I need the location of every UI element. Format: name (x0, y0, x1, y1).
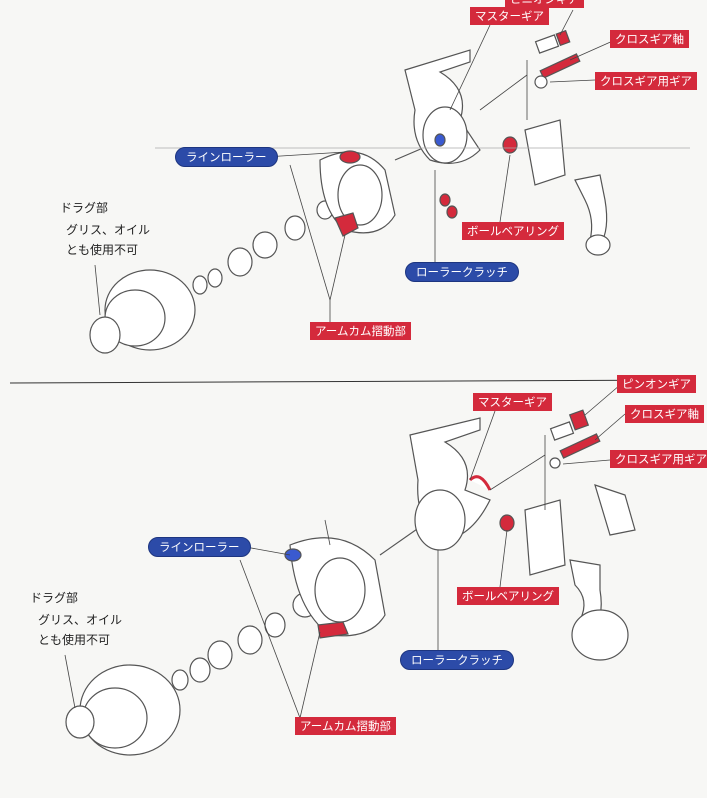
cross-gear-gear-label-bottom: クロスギア用ギア (610, 450, 707, 468)
arm-cam-label-bottom: アームカム摺動部 (295, 717, 396, 735)
panel-divider (9, 379, 691, 384)
bottom-reel-drawing (65, 409, 636, 756)
roller-clutch-label-bottom: ローラークラッチ (400, 650, 514, 670)
drag-title-top: ドラグ部 (60, 201, 109, 215)
line-roller-label-bottom: ラインローラー (148, 537, 251, 557)
bottom-leader-lines (64, 384, 626, 719)
drag-note-2-bottom: とも使用不可 (38, 633, 111, 647)
roller-clutch-label-top: ローラークラッチ (405, 262, 519, 282)
drag-note-2-top: とも使用不可 (66, 243, 139, 257)
pinion-gear-label-top: ピニオンギア (505, 0, 584, 8)
drag-knob (65, 705, 95, 739)
cross-gear-shaft-label-top: クロスギア軸 (610, 30, 689, 48)
cross-gear-shaft-label-bottom: クロスギア軸 (625, 405, 704, 423)
top-reel-drawing (89, 29, 611, 354)
drag-knob (89, 316, 121, 354)
drag-title-bottom: ドラグ部 (30, 591, 79, 605)
line-roller-label-top: ラインローラー (175, 147, 278, 167)
master-gear-label-top: マスターギア (470, 7, 549, 25)
master-gear-label-bottom: マスターギア (473, 393, 552, 411)
cross-gear-gear-label-top: クロスギア用ギア (595, 72, 697, 90)
drag-note-1-top: グリス、オイル (66, 223, 151, 237)
arm-cam-label-top: アームカム摺動部 (310, 322, 411, 340)
drag-note-1-bottom: グリス、オイル (38, 613, 123, 627)
pinion-gear-label-bottom: ピンオンギア (617, 375, 696, 393)
ball-bearing-label-top: ボールベアリング (462, 222, 564, 240)
ball-bearing-label-bottom: ボールベアリング (457, 587, 559, 605)
